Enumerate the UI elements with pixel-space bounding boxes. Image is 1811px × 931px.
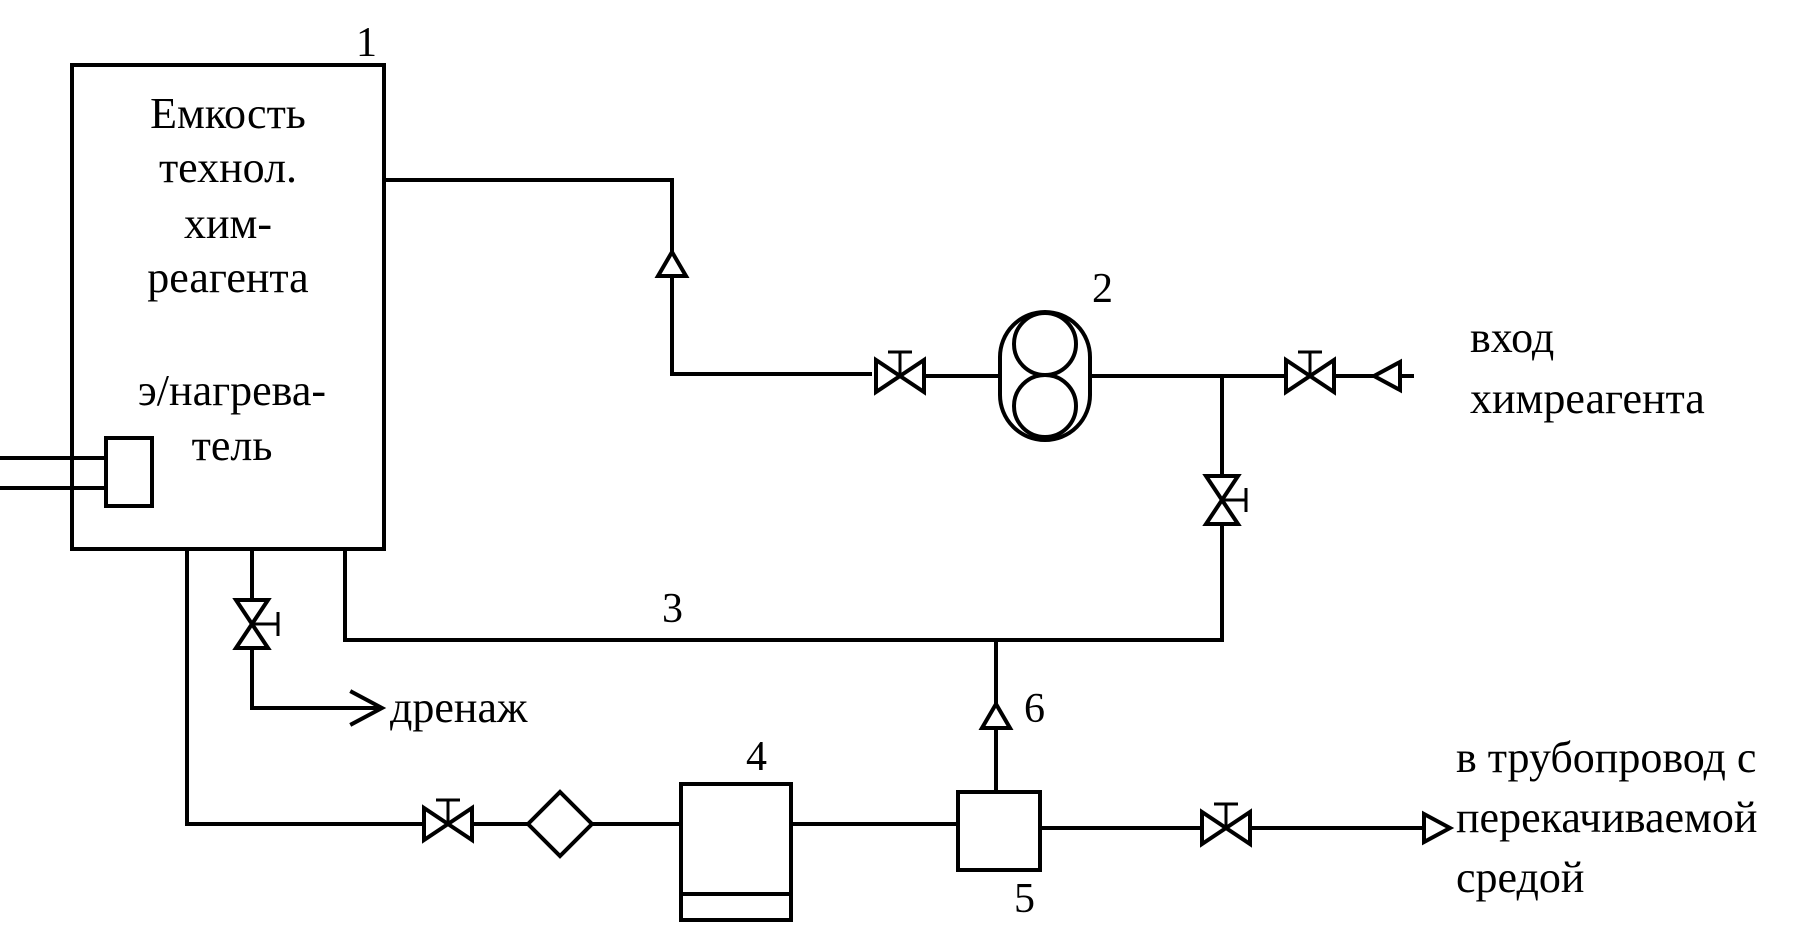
flow-arrow-line-6: [982, 704, 1010, 728]
metering-pump: [1000, 312, 1090, 440]
tank-outlet-line: [187, 549, 424, 824]
pump-number: 2: [1092, 266, 1113, 312]
tank-number: 1: [356, 20, 377, 66]
outlet-label-line-1: в трубопровод с: [1456, 733, 1756, 782]
tank-label-line-1: Емкость: [150, 89, 306, 138]
electric-heater: [106, 438, 152, 506]
unit-4-number: 4: [746, 734, 767, 780]
inlet-label-line-1: вход: [1470, 313, 1554, 362]
heater-label-line-2: тель: [192, 421, 273, 470]
unit-4: [681, 784, 791, 920]
recirculation-line: [345, 549, 1222, 640]
drain-pipe-lower: [252, 648, 378, 708]
valve-pump-suction: [876, 352, 924, 392]
tank-label-line-3: хим-: [184, 199, 272, 248]
outlet-label-line-3: средой: [1456, 853, 1584, 902]
inlet-label-line-2: химреагента: [1470, 374, 1705, 423]
drain-label: дренаж: [390, 683, 528, 732]
valve-drain: [236, 600, 278, 648]
line-6-number: 6: [1024, 686, 1045, 732]
line-3-number: 3: [662, 586, 683, 632]
valve-tank-outlet: [424, 800, 472, 840]
flow-arrow-outlet: [1424, 814, 1450, 842]
valve-inlet: [1286, 352, 1334, 392]
tank-label-line-2: технол.: [159, 143, 297, 192]
return-line-top: [384, 180, 870, 374]
flow-arrow-inlet: [1374, 362, 1400, 390]
heater-label-line-1: э/нагрева-: [138, 366, 326, 415]
filter: [528, 792, 592, 856]
valve-bypass: [1206, 476, 1246, 524]
unit-5: [958, 792, 1040, 870]
tank-label-line-4: реагента: [147, 253, 308, 302]
flow-arrow-return: [658, 252, 686, 276]
outlet-label-line-2: перекачиваемой: [1456, 793, 1757, 842]
valve-outlet: [1202, 804, 1250, 844]
unit-5-number: 5: [1014, 876, 1035, 922]
